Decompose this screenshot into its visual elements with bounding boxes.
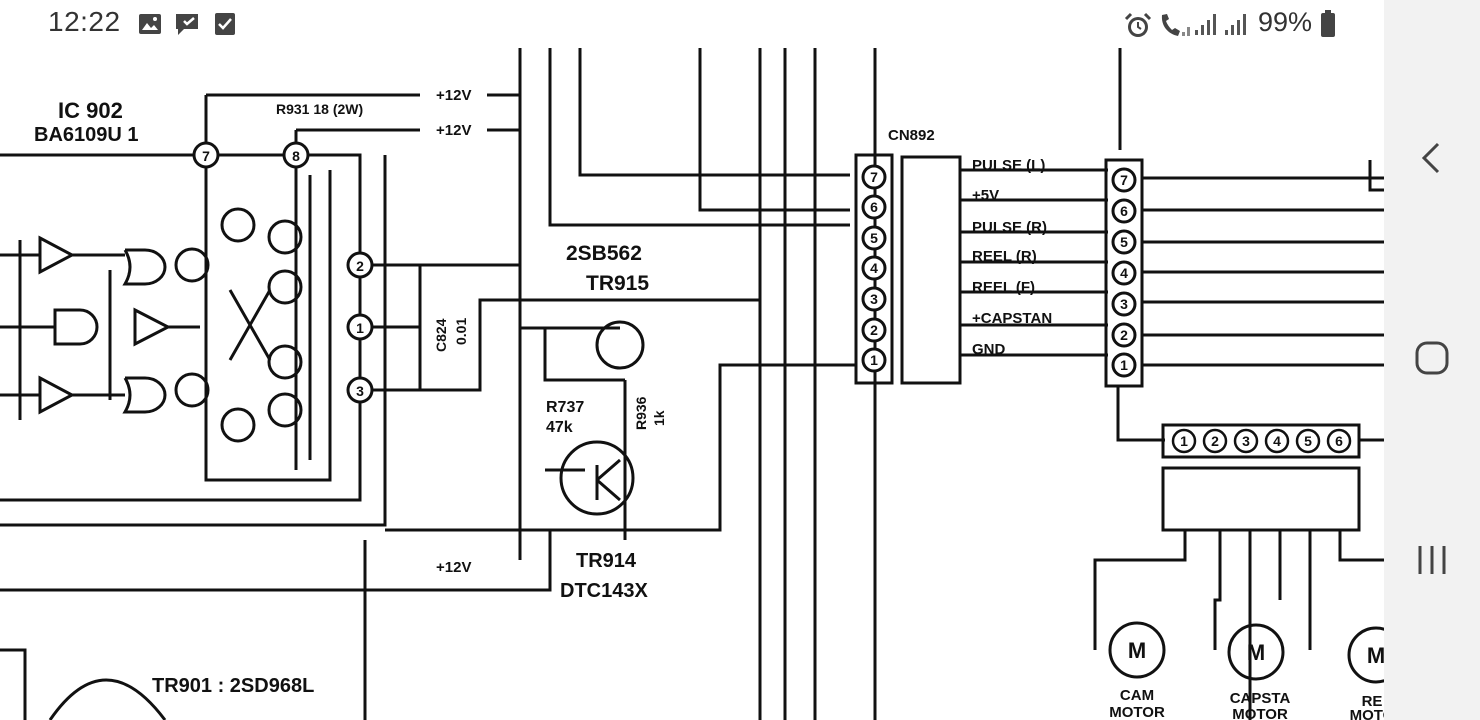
status-clock: 12:22 (48, 6, 121, 37)
recent-apps-icon[interactable] (1412, 540, 1452, 580)
motor-label: RE (1362, 693, 1383, 710)
connector-cn892-label: CN892 (888, 127, 935, 144)
home-icon[interactable] (1412, 338, 1452, 378)
motor-symbol: M (1247, 640, 1265, 665)
r737-value-label: 47k (546, 419, 573, 436)
motor-label: CAM (1120, 687, 1154, 704)
signal-icon (1194, 12, 1218, 41)
motor-connector-pin: 2 (1211, 433, 1219, 449)
ic-pin-label: 8 (292, 148, 300, 164)
ic-pin-label: 1 (356, 320, 364, 336)
ic-pin-label: 7 (202, 148, 210, 164)
resistor-r931-label: R931 18 (2W) (276, 101, 363, 117)
motor-connector-pin: 1 (1180, 433, 1188, 449)
battery-percent: 99% (1258, 7, 1313, 37)
alarm-icon (1124, 12, 1152, 45)
connector-pin: 2 (870, 322, 878, 338)
signal-label: REEL (F) (972, 279, 1035, 296)
back-icon[interactable] (1412, 138, 1452, 178)
signal-label: PULSE (R) (972, 219, 1047, 236)
signal-label: +5V (972, 187, 999, 204)
navigation-bar (1384, 0, 1480, 720)
signal-icon (1224, 12, 1248, 41)
image-icon (138, 12, 162, 41)
connector-pin: 5 (1120, 234, 1128, 250)
supply-label: +12V (436, 122, 471, 139)
r737-name-label: R737 (546, 399, 584, 416)
tr914-part-label: DTC143X (560, 580, 648, 602)
tr901-label: TR901 : 2SD968L (152, 675, 314, 697)
motor-connector-pin: 5 (1304, 433, 1312, 449)
connector-pin: 7 (870, 169, 878, 185)
connector-pin: 3 (1120, 296, 1128, 312)
tr914-name-label: TR914 (576, 550, 637, 572)
motor-connector-pin: 4 (1273, 433, 1281, 449)
signal-label: +CAPSTAN (972, 310, 1052, 327)
motor-connector-pin: 3 (1242, 433, 1250, 449)
r936-name-label: R936 (633, 396, 649, 430)
wifi-calling-icon (1158, 12, 1192, 43)
connector-pin: 1 (870, 352, 878, 368)
c824-name-label: C824 (433, 318, 449, 352)
connector-pin: 4 (870, 260, 878, 276)
supply-label: +12V (436, 559, 471, 576)
signal-label: PULSE (L) (972, 157, 1045, 174)
motor-connector-pin: 6 (1335, 433, 1343, 449)
ic-pin-label: 3 (356, 383, 364, 399)
schematic-diagram: 7 8 2 1 3 7 6 5 4 3 (0, 48, 1384, 720)
connector-pin: 6 (1120, 203, 1128, 219)
signal-label: REEL (R) (972, 248, 1037, 265)
image-viewer[interactable]: 7 8 2 1 3 7 6 5 4 3 (0, 48, 1384, 720)
r936-value-label: 1k (651, 410, 667, 426)
signal-label: GND (972, 341, 1006, 358)
battery-icon (1320, 10, 1336, 43)
ic-name-label: IC 902 (58, 98, 123, 123)
connector-pin: 4 (1120, 265, 1128, 281)
supply-label: +12V (436, 87, 471, 104)
connector-pin: 1 (1120, 357, 1128, 373)
c824-value-label: 0.01 (453, 318, 469, 345)
ic-part-label: BA6109U 1 (34, 124, 139, 146)
tr915-part-label: 2SB562 (566, 242, 642, 265)
motor-symbol: M (1367, 643, 1384, 668)
motor-label: CAPSTA (1230, 690, 1291, 707)
connector-pin: 5 (870, 230, 878, 246)
chat-check-icon (174, 12, 202, 43)
motor-label: MOTOR (1232, 706, 1288, 720)
status-bar: 12:22 (0, 0, 1384, 48)
ic-pin-label: 2 (356, 258, 364, 274)
connector-pin: 2 (1120, 327, 1128, 343)
connector-pin: 3 (870, 291, 878, 307)
motor-label: MOTOR (1109, 704, 1165, 720)
tr915-name-label: TR915 (586, 272, 649, 295)
checkbox-icon (214, 12, 236, 41)
connector-pin: 7 (1120, 172, 1128, 188)
connector-pin: 6 (870, 199, 878, 215)
motor-symbol: M (1128, 638, 1146, 663)
motor-label: MOTO (1350, 707, 1384, 720)
